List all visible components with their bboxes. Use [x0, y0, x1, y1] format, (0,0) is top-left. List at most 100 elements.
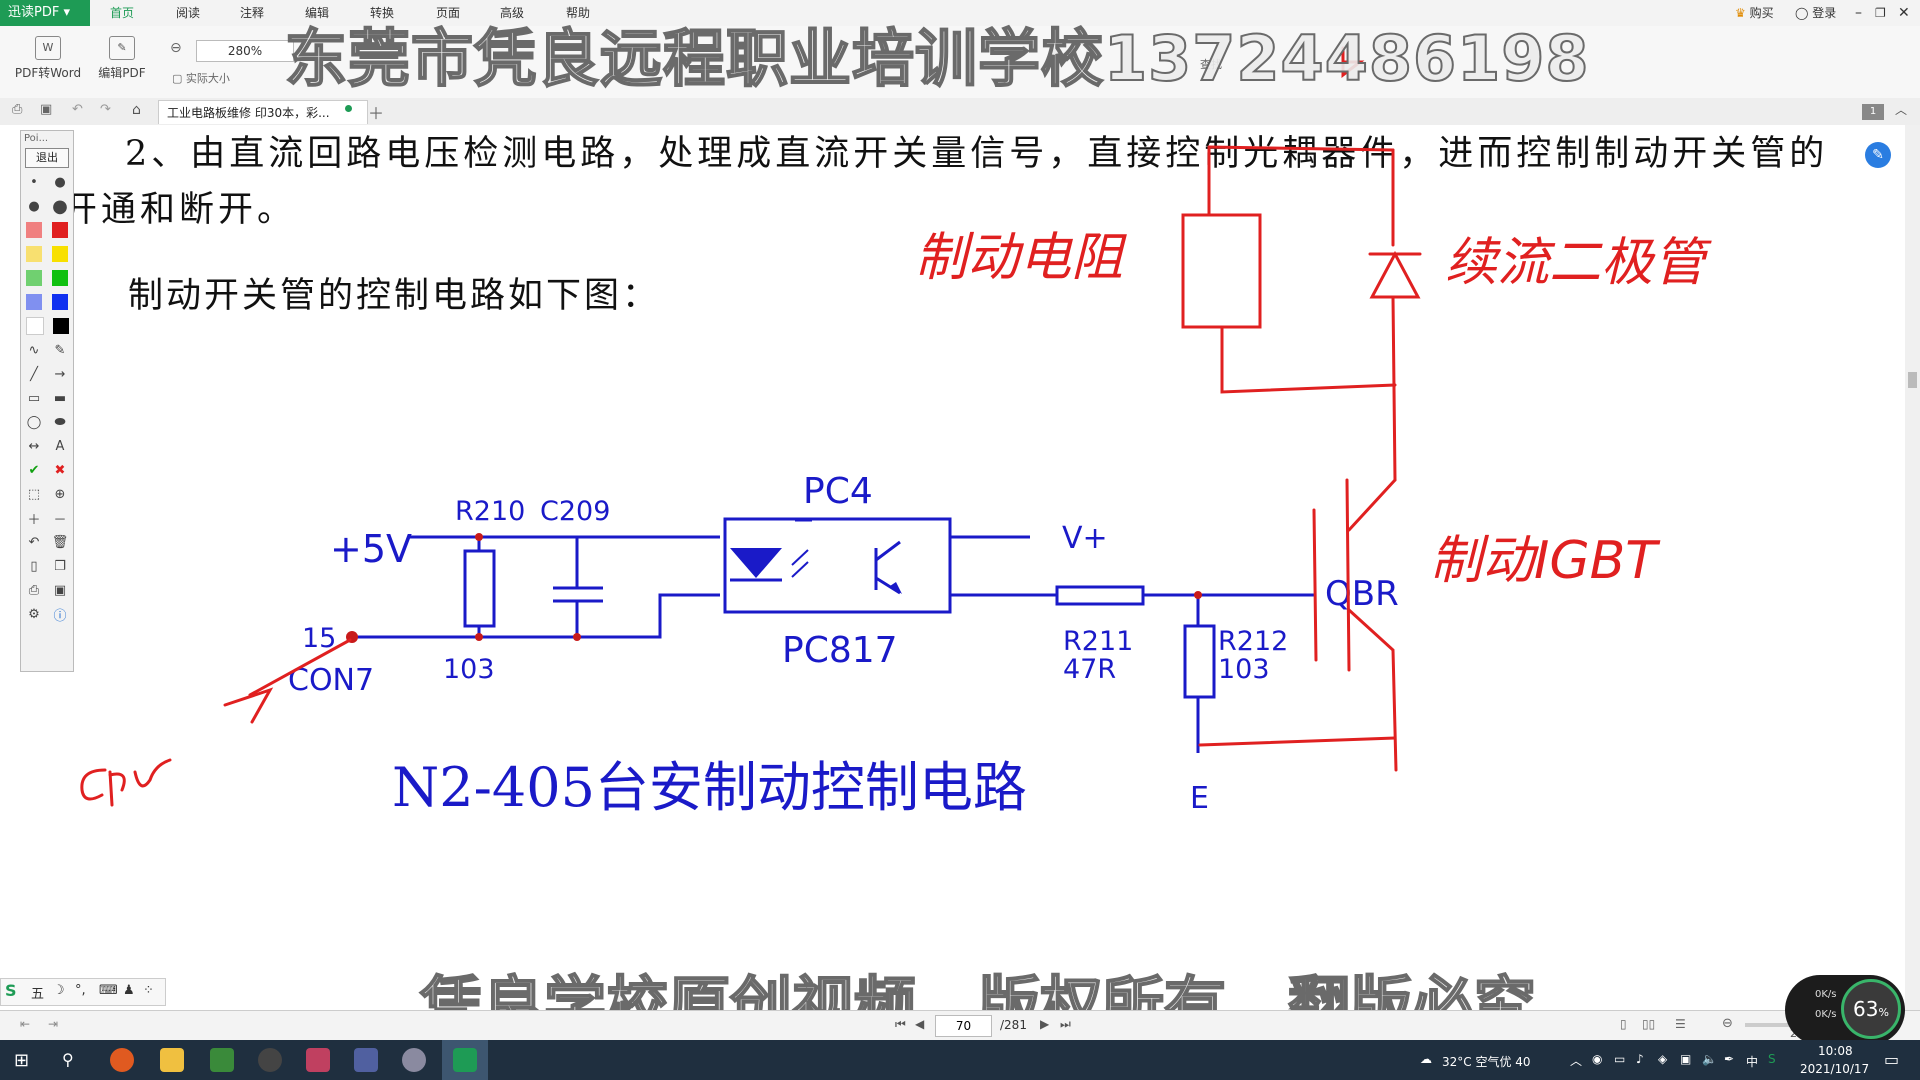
pen-small-icon[interactable]: • [30, 174, 38, 190]
save-icon[interactable]: ▣ [40, 102, 53, 117]
info-icon[interactable]: ⓘ [53, 608, 67, 624]
menu-tab-edit[interactable]: 编辑 [305, 6, 330, 20]
pen-tray-icon[interactable]: ✒ [1724, 1052, 1735, 1066]
trash-icon[interactable]: 🗑 [51, 534, 69, 550]
network-icon[interactable]: ▭ [1614, 1052, 1626, 1066]
last-page-icon[interactable]: ⏭ [1060, 1017, 1071, 1031]
save-ink-icon[interactable]: ▣ [53, 582, 67, 598]
arrow-icon[interactable]: → [54, 366, 66, 382]
rectangle-icon[interactable]: ▭ [27, 390, 41, 406]
pdf-reader-taskbar-icon[interactable] [453, 1048, 477, 1072]
first-page-icon[interactable]: ⏮ [895, 1017, 906, 1031]
sogou-tray-icon[interactable]: S [1768, 1052, 1776, 1066]
new-page-icon[interactable]: ▯ [30, 558, 38, 574]
microphone-icon[interactable]: ♪ [1636, 1052, 1644, 1066]
prev-page-icon[interactable]: ◀ [915, 1017, 925, 1031]
continuous-icon[interactable]: ☰ [1675, 1017, 1686, 1031]
pen-medium-icon[interactable]: ● [54, 174, 66, 190]
app-icon-3[interactable] [210, 1048, 234, 1072]
app-icon-4[interactable] [258, 1048, 282, 1072]
menu-tab-annotate[interactable]: 注释 [240, 6, 265, 20]
color-light-blue[interactable] [26, 294, 42, 310]
undo-ink-icon[interactable]: ↶ [28, 534, 40, 550]
menu-tab-help[interactable]: 帮助 [566, 6, 591, 20]
filled-rectangle-icon[interactable]: ▬ [53, 390, 67, 406]
tray-icon-2[interactable]: ▣ [1680, 1052, 1692, 1066]
clock-time[interactable]: 10:08 [1818, 1044, 1853, 1058]
security-icon[interactable]: ◈ [1658, 1052, 1668, 1066]
print-icon[interactable]: ⎙ [12, 102, 23, 117]
prev-view-icon[interactable]: ⇤ [20, 1017, 31, 1031]
app-icon-7[interactable] [402, 1048, 426, 1072]
actual-size-button[interactable]: ▢ 实际大小 [172, 70, 230, 86]
login-link[interactable]: ◯ 登录 [1795, 0, 1836, 26]
home-icon[interactable]: ⌂ [132, 102, 141, 118]
color-green[interactable] [52, 270, 68, 286]
redo-icon[interactable]: ↷ [100, 102, 111, 117]
double-page-icon[interactable]: ▯▯ [1642, 1017, 1656, 1031]
freehand-icon[interactable]: ∿ [28, 342, 40, 358]
magnify-icon[interactable]: ⊕ [54, 486, 66, 502]
weather-text[interactable]: 32°C 空气优 40 [1442, 1055, 1531, 1069]
weather-icon[interactable]: ☁ [1420, 1052, 1432, 1066]
ime-language[interactable]: 中 [1746, 1055, 1759, 1069]
crop-icon[interactable]: ⬚ [27, 486, 41, 502]
next-view-icon[interactable]: ⇥ [48, 1017, 59, 1031]
zoom-select[interactable]: 280% [196, 40, 294, 62]
menu-tab-advanced[interactable]: 高级 [500, 6, 525, 20]
color-light-yellow[interactable] [26, 246, 42, 262]
ime-mode-icon[interactable]: 五 [31, 987, 45, 1002]
file-explorer-icon[interactable] [160, 1048, 184, 1072]
check-icon[interactable]: ✔ [28, 462, 40, 478]
app-brand[interactable]: 迅读PDF ▾ [0, 0, 90, 26]
pen-large-icon[interactable]: ● [28, 198, 40, 214]
collapse-icon[interactable]: ︿ [1895, 103, 1908, 117]
zoom-slider[interactable] [1745, 1023, 1805, 1027]
buy-link[interactable]: ♛ 购买 [1735, 0, 1774, 26]
exit-button[interactable]: 退出 [25, 148, 69, 168]
double-arrow-icon[interactable]: ↔ [28, 438, 40, 454]
maximize-button[interactable]: ❐ [1875, 6, 1886, 20]
color-white[interactable] [25, 317, 44, 335]
settings-icon[interactable]: ⚙ [28, 606, 40, 622]
sogou-logo-icon[interactable]: S [5, 981, 17, 1000]
color-black[interactable] [52, 318, 69, 334]
pen-xlarge-icon[interactable]: ● [52, 195, 68, 217]
color-blue[interactable] [52, 294, 68, 310]
page-number-input[interactable]: 70 [935, 1015, 992, 1037]
windows-start-icon[interactable]: ⊞ [14, 1050, 30, 1071]
moon-icon[interactable]: ☽ [53, 983, 65, 998]
app-icon-5[interactable] [306, 1048, 330, 1072]
document-tab[interactable]: 工业电路板维修 印30本，彩... [158, 100, 368, 124]
app-icon-6[interactable] [354, 1048, 378, 1072]
print-ink-icon[interactable]: ⎙ [28, 582, 40, 598]
color-red[interactable] [52, 222, 68, 238]
scroll-thumb[interactable] [1908, 372, 1917, 388]
minus-icon[interactable]: － [53, 512, 67, 528]
highlighter-icon[interactable]: ✎ [54, 342, 66, 358]
color-light-green[interactable] [26, 270, 42, 286]
next-page-icon[interactable]: ▶ [1040, 1017, 1050, 1031]
zoom-out-status-icon[interactable]: ⊖ [1722, 1016, 1733, 1031]
color-yellow[interactable] [52, 246, 68, 262]
search-icon[interactable]: ⚲ [62, 1050, 74, 1069]
copy-icon[interactable]: ❐ [54, 558, 66, 574]
cross-icon[interactable]: ✖ [54, 462, 66, 478]
plus-icon[interactable]: ＋ [27, 512, 41, 528]
edit-pdf-button[interactable]: ✎编辑PDF [82, 36, 162, 81]
punctuation-icon[interactable]: °, [75, 983, 86, 998]
user-ime-icon[interactable]: ♟ [123, 983, 135, 998]
undo-icon[interactable]: ↶ [72, 102, 83, 117]
tray-icon-1[interactable]: ◉ [1592, 1052, 1603, 1066]
zoom-out-icon[interactable]: ⊖ [170, 40, 182, 56]
menu-tab-page[interactable]: 页面 [436, 6, 461, 20]
close-button[interactable]: ✕ [1898, 5, 1910, 21]
menu-tab-convert[interactable]: 转换 [370, 6, 395, 20]
minimize-button[interactable]: – [1855, 5, 1862, 21]
text-icon[interactable]: A [55, 438, 65, 454]
grid-icon[interactable]: ⁘ [143, 983, 154, 998]
volume-icon[interactable]: 🔈 [1702, 1052, 1717, 1066]
vertical-scrollbar[interactable] [1905, 125, 1920, 1010]
app-icon-1[interactable] [110, 1048, 134, 1072]
